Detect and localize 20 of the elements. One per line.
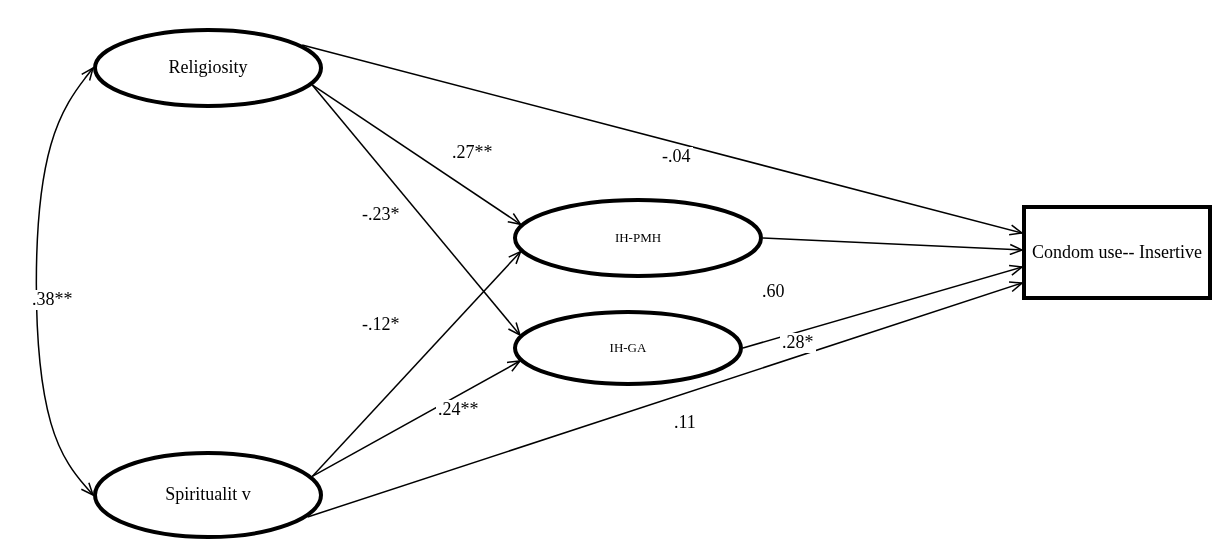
arrow: [306, 281, 1023, 518]
arrow: [311, 360, 521, 478]
latent-variable-ellipse: [513, 310, 743, 386]
variable-label: Spiritualit v: [165, 483, 251, 507]
arrow: [742, 264, 1023, 349]
observed-variable-box: [1022, 205, 1212, 300]
path-coefficient: .38**: [30, 290, 75, 310]
latent-variable-ellipse: [93, 451, 323, 539]
latent-variable-ellipse: [513, 198, 763, 278]
variable-label: IH-GA: [609, 338, 647, 357]
latent-variable-ellipse: [93, 28, 323, 108]
variable-label: Condom use-- Insertive: [1032, 240, 1202, 264]
variable-label: IH-PMH: [614, 228, 662, 247]
arrow: [311, 84, 521, 336]
arrow: [762, 237, 1023, 256]
path-coefficient: .28*: [780, 333, 816, 353]
variable-label: Religiosity: [168, 56, 248, 80]
arrow: [311, 250, 522, 478]
arrow: [301, 44, 1023, 236]
arrow: [35, 67, 94, 496]
